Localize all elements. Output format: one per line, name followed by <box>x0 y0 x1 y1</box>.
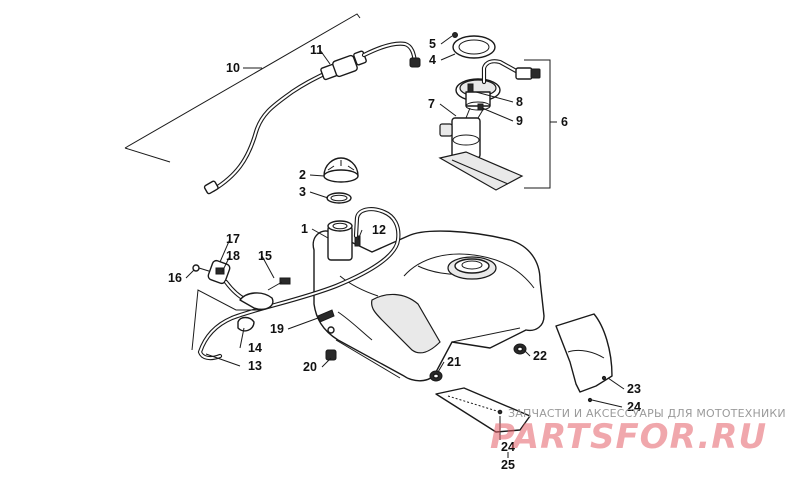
callout-15: 15 <box>258 249 272 263</box>
callout-22: 22 <box>533 349 547 363</box>
callout-14: 14 <box>248 341 262 355</box>
callout-3: 3 <box>299 185 306 199</box>
callout-21: 21 <box>447 355 461 369</box>
callout-16: 16 <box>168 271 182 285</box>
nut-20 <box>325 326 337 361</box>
callout-6: 6 <box>561 115 568 129</box>
fuel-tank-1 <box>312 220 545 382</box>
callout-labels: 1 2 3 4 5 6 7 8 9 10 11 12 13 14 15 16 1… <box>168 37 641 472</box>
watermark-logo: PARTSFOR.RU <box>490 417 767 457</box>
fuel-filter-11 <box>320 41 421 81</box>
callout-20: 20 <box>303 360 317 374</box>
grommet-21 <box>429 370 443 382</box>
vent-hose <box>197 207 401 361</box>
callout-13: 13 <box>248 359 262 373</box>
callout-25: 25 <box>501 458 515 472</box>
grommet-22 <box>513 343 527 355</box>
callout-8: 8 <box>516 95 523 109</box>
callout-10: 10 <box>226 61 240 75</box>
callout-24-bottom: 24 <box>501 440 515 454</box>
watermark-caption: ЗАПЧАСТИ И АКСЕССУАРЫ ДЛЯ МОТОТЕХНИКИ <box>508 407 786 420</box>
callout-1: 1 <box>301 222 308 236</box>
callout-19: 19 <box>270 322 284 336</box>
filler-seal-3 <box>326 192 352 204</box>
heat-shield-25 <box>435 387 531 433</box>
screw-24 <box>587 397 593 403</box>
heat-shield-23 <box>555 313 613 393</box>
callout-2: 2 <box>299 168 306 182</box>
fuel-line-10 <box>124 13 361 195</box>
callout-24-right: 24 <box>627 400 641 414</box>
callout-9: 9 <box>516 114 523 128</box>
callout-12: 12 <box>372 223 386 237</box>
callout-4: 4 <box>429 53 436 67</box>
callout-23: 23 <box>627 382 641 396</box>
leader-lines <box>185 35 625 458</box>
watermark: ЗАПЧАСТИ И АКСЕССУАРЫ ДЛЯ МОТОТЕХНИКИ PA… <box>490 407 786 457</box>
callout-18: 18 <box>226 249 240 263</box>
callout-17: 17 <box>226 232 240 246</box>
screw-19 <box>317 309 335 323</box>
vent-valve-group <box>191 259 291 351</box>
fuel-cap-2 <box>323 157 359 183</box>
callout-11: 11 <box>310 43 323 57</box>
fuel-pump-assembly-6 <box>438 32 551 191</box>
callout-5: 5 <box>429 37 436 51</box>
callout-7: 7 <box>428 97 435 111</box>
